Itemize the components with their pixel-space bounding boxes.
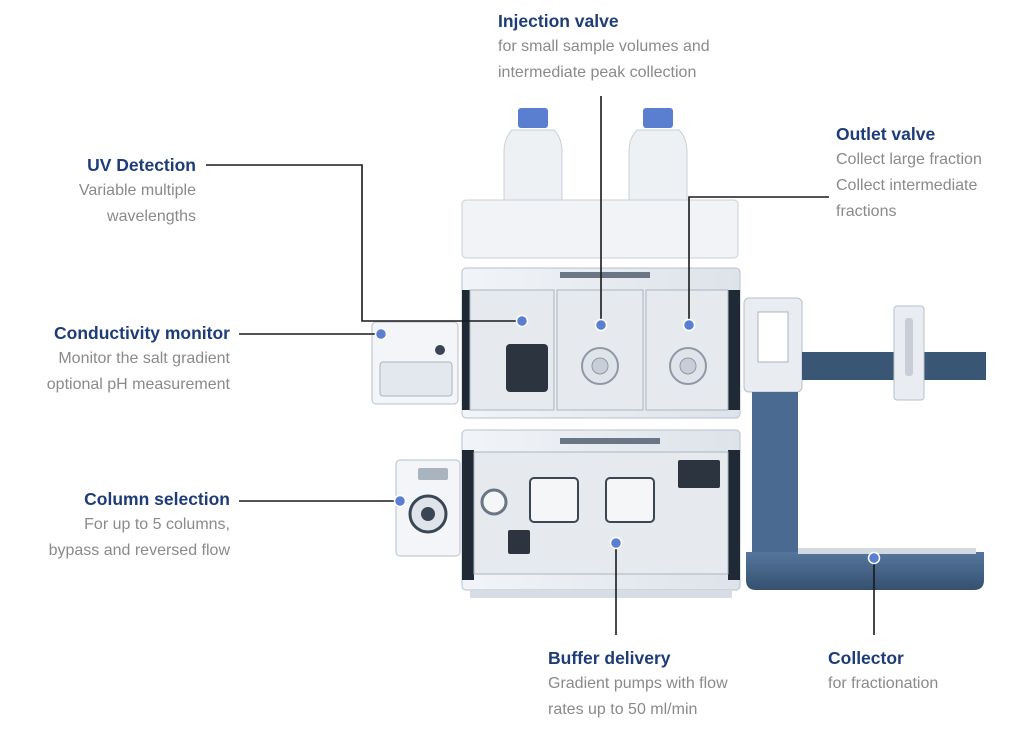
marker-uv bbox=[515, 314, 529, 328]
markers bbox=[374, 314, 881, 565]
label-buffer-delivery: Buffer delivery Gradient pumps with flow… bbox=[548, 645, 728, 723]
buffer-bottle-right bbox=[628, 108, 688, 205]
marker-conductivity bbox=[374, 327, 388, 341]
column-selection-unit bbox=[395, 459, 461, 557]
outlet-desc-3: fractions bbox=[836, 203, 897, 220]
label-outlet-valve: Outlet valve Collect large fraction Coll… bbox=[836, 121, 982, 225]
injection-desc-2: intermediate peak collection bbox=[498, 64, 697, 81]
outlet-title: Outlet valve bbox=[836, 124, 936, 144]
collector-desc-1: for fractionation bbox=[828, 675, 939, 692]
bottle-tray bbox=[461, 199, 739, 259]
outlet-desc-2: Collect intermediate bbox=[836, 177, 978, 194]
label-collector: Collector for fractionation bbox=[828, 645, 938, 697]
marker-column bbox=[393, 494, 407, 508]
column-desc-2: bypass and reversed flow bbox=[48, 542, 230, 559]
buffer-bottle-left bbox=[503, 108, 563, 205]
injection-desc-1: for small sample volumes and bbox=[498, 38, 710, 55]
module-feet bbox=[470, 590, 732, 598]
collector-title: Collector bbox=[828, 648, 904, 668]
conductivity-monitor-unit bbox=[371, 321, 459, 405]
outlet-desc-1: Collect large fraction bbox=[836, 151, 982, 168]
conductivity-title: Conductivity monitor bbox=[54, 323, 230, 343]
leader-lines bbox=[206, 96, 875, 635]
buffer-title: Buffer delivery bbox=[548, 648, 671, 668]
column-desc-1: For up to 5 columns, bbox=[84, 516, 230, 533]
marker-outlet bbox=[682, 318, 696, 332]
upper-module bbox=[461, 267, 741, 419]
label-injection-valve: Injection valve for small sample volumes… bbox=[498, 8, 710, 86]
buffer-desc-2: rates up to 50 ml/min bbox=[548, 701, 698, 718]
label-uv-detection: UV Detection Variable multiple wavelengt… bbox=[79, 152, 196, 230]
leader-uv bbox=[206, 164, 520, 322]
marker-buffer bbox=[609, 536, 623, 550]
column-title: Column selection bbox=[84, 489, 230, 509]
conductivity-desc-2: optional pH measurement bbox=[46, 376, 230, 393]
leader-outlet bbox=[688, 196, 829, 324]
marker-injection bbox=[594, 318, 608, 332]
injection-title: Injection valve bbox=[498, 11, 619, 31]
marker-collector bbox=[867, 551, 881, 565]
uv-title: UV Detection bbox=[87, 155, 196, 175]
conductivity-desc-1: Monitor the salt gradient bbox=[58, 350, 230, 367]
uv-desc-2: wavelengths bbox=[107, 208, 196, 225]
fraction-collector bbox=[743, 297, 986, 590]
label-column-selection: Column selection For up to 5 columns, by… bbox=[49, 486, 230, 564]
lower-module bbox=[461, 429, 741, 591]
uv-desc-1: Variable multiple bbox=[78, 182, 196, 199]
buffer-desc-1: Gradient pumps with flow bbox=[548, 675, 728, 692]
label-conductivity-monitor: Conductivity monitor Monitor the salt gr… bbox=[47, 320, 230, 398]
